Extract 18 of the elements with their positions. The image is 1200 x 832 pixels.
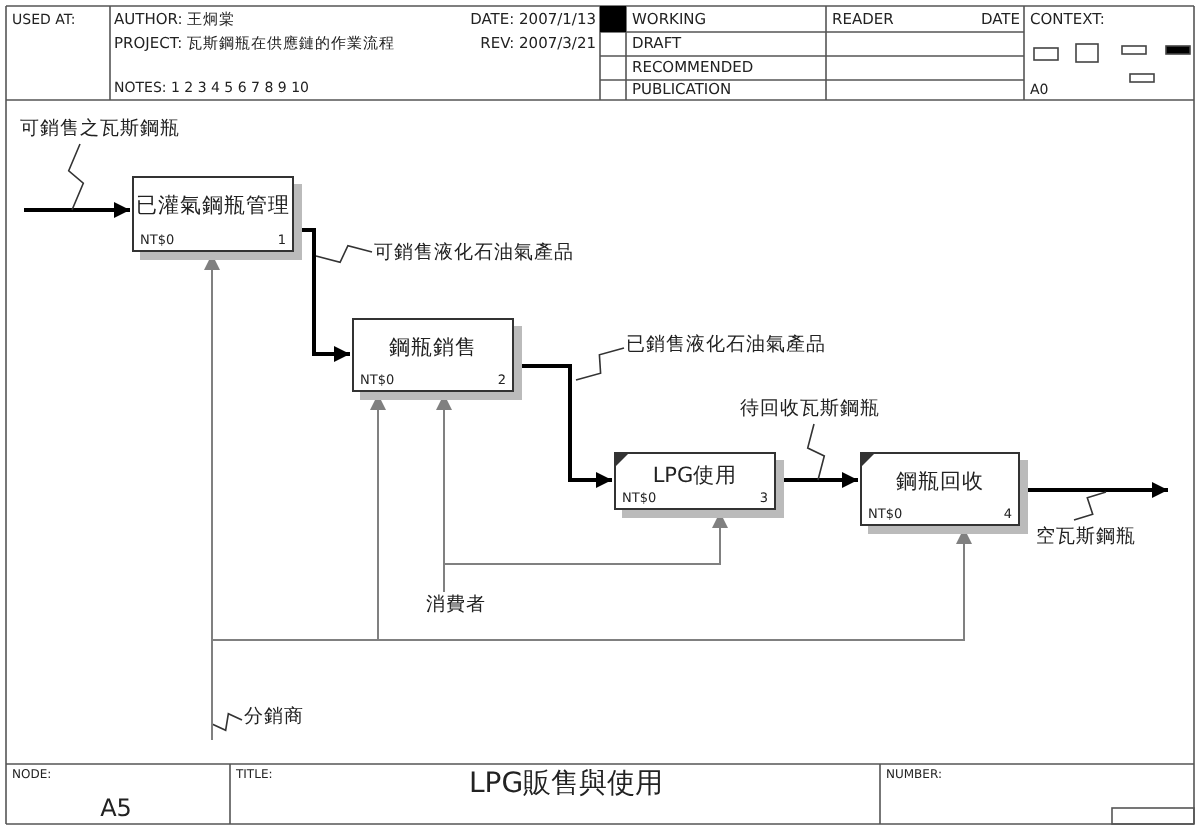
arrow	[778, 472, 858, 488]
mechanism-label: 消費者	[426, 594, 486, 617]
node-number: A5	[100, 796, 132, 820]
arrow	[1022, 482, 1168, 498]
edge-label: 可銷售之瓦斯鋼瓶	[20, 120, 180, 139]
diagram-title: LPG販售與使用	[468, 770, 664, 798]
activity-name: 鋼瓶銷售	[389, 338, 477, 359]
edge-label: 已銷售液化石油氣產品	[626, 336, 826, 355]
arrow	[516, 364, 612, 488]
edge-label: 空瓦斯鋼瓶	[1036, 528, 1136, 547]
edge-label: 分銷商	[244, 708, 304, 727]
arrow	[24, 202, 130, 218]
edge-label: 可銷售液化石油氣產品	[374, 244, 574, 263]
activity-name: 鋼瓶回收	[896, 472, 984, 493]
arrow	[296, 228, 350, 362]
activity-name: LPG使用	[652, 466, 738, 487]
edge-label: 待回收瓦斯鋼瓶	[740, 400, 880, 419]
activity-name: 已灌氣鋼瓶管理	[136, 196, 290, 217]
